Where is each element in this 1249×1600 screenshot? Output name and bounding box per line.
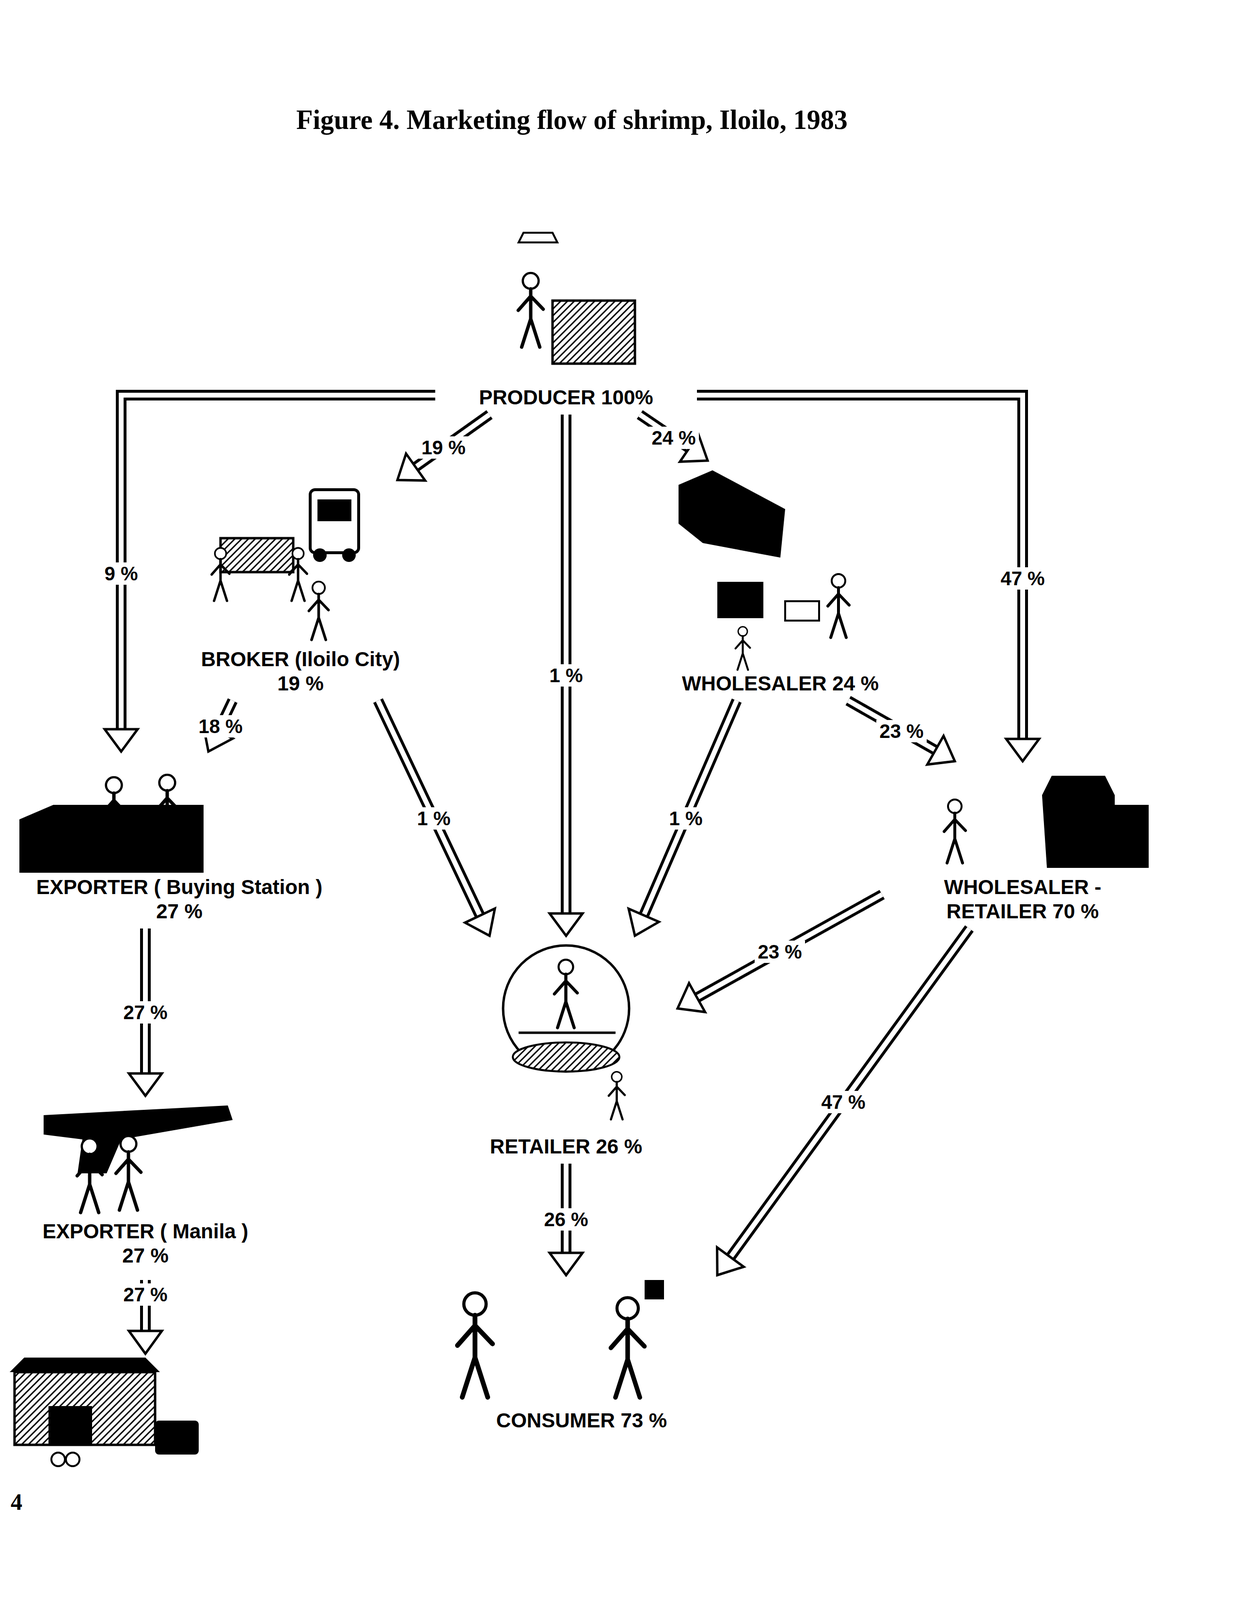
arrow-head xyxy=(128,1073,162,1096)
arrow-head xyxy=(677,982,706,1012)
text-row: PRODUCER 100% xyxy=(440,385,693,410)
arrow-head xyxy=(104,728,138,752)
flow-percent: 26 % xyxy=(540,1207,591,1231)
node-label: RETAILER 26 % xyxy=(490,1134,643,1159)
arrow-outline xyxy=(695,894,883,998)
text-row: CONSUMER 73 % xyxy=(411,1407,752,1433)
arrow-core xyxy=(121,395,436,730)
node-label: PRODUCER 100% xyxy=(478,385,653,410)
arrow-core xyxy=(643,700,737,917)
node-label: EXPORTER ( Buying Station ) xyxy=(36,874,323,900)
text-row: RETAILER 26 % xyxy=(459,1134,673,1159)
flow-percent: 1 % xyxy=(666,806,706,830)
arrow-core xyxy=(414,414,490,468)
flow-node: RETAILER 26 % xyxy=(459,940,673,1159)
arrow-head xyxy=(465,908,495,936)
arrow-outline xyxy=(121,395,436,730)
arrow-core xyxy=(695,894,883,998)
flow-percent: 23 % xyxy=(754,940,805,963)
flow-arrow xyxy=(717,928,970,1275)
node-label: 19 % xyxy=(277,671,324,696)
text-row: 27 % xyxy=(9,1243,282,1268)
node-label: EXPORTER ( Manila ) xyxy=(42,1218,249,1244)
flow-percent: 19 % xyxy=(418,436,469,459)
text-row: 19 % xyxy=(164,671,437,696)
flow-arrow xyxy=(639,414,708,462)
arrow-head xyxy=(927,735,955,765)
flow-node: WHOLESALER -RETAILER 70 % xyxy=(886,765,1159,924)
flow-arrow xyxy=(104,395,436,752)
node-label: WHOLESALER - xyxy=(944,874,1102,900)
flow-node: EXPORTER ( Manila )27 % xyxy=(9,1100,282,1268)
processing-plant xyxy=(9,1357,199,1466)
arrow-outline xyxy=(378,700,481,917)
node-label: 27 % xyxy=(122,1243,169,1268)
text-row: RETAILER 70 % xyxy=(886,899,1159,924)
broker-figures xyxy=(211,489,359,640)
flow-percent: 1 % xyxy=(546,664,586,687)
flow-percent: 1 % xyxy=(414,806,454,830)
flow-percent: 47 % xyxy=(997,567,1048,590)
flow-percent: 9 % xyxy=(101,562,142,585)
retailer-figure xyxy=(503,945,630,1120)
arrow-outline xyxy=(643,700,737,917)
text-row: WHOLESALER - xyxy=(886,874,1159,900)
producer-figure xyxy=(518,232,635,364)
flow-percent: 27 % xyxy=(120,1282,171,1306)
arrow-outline xyxy=(848,700,937,751)
flow-arrow xyxy=(378,700,495,936)
flow-arrow xyxy=(848,700,955,765)
flow-arrow xyxy=(677,894,883,1012)
wholesaler-retailer-figures xyxy=(944,775,1149,868)
arrow-core xyxy=(848,700,937,751)
flow-node: EXPORTER ( Buying Station )27 % xyxy=(9,756,349,924)
exporter-station-figures xyxy=(19,774,204,873)
text-row: 27 % xyxy=(9,899,349,924)
node-label: BROKER (Iloilo City) xyxy=(201,647,401,672)
arrow-head xyxy=(549,913,583,936)
flow-percent: 23 % xyxy=(876,719,927,743)
figure-title: Figure 4. Marketing flow of shrimp, Iloi… xyxy=(296,104,848,136)
flow-arrow xyxy=(397,414,490,481)
node-label: CONSUMER 73 % xyxy=(496,1407,667,1433)
arrow-core xyxy=(378,700,481,917)
flow-node: BROKER (Iloilo City)19 % xyxy=(164,484,437,696)
arrow-outline xyxy=(729,928,970,1258)
arrow-head xyxy=(717,1247,744,1275)
flow-percent: 27 % xyxy=(120,1000,171,1024)
flow-arrow xyxy=(696,395,1040,761)
text-row: WHOLESALER 24 % xyxy=(659,671,902,696)
flow-percent: 18 % xyxy=(195,714,246,738)
text-row: EXPORTER ( Manila ) xyxy=(9,1218,282,1244)
flow-arrow xyxy=(628,700,737,936)
flow-node: CONSUMER 73 % xyxy=(411,1279,752,1433)
node-label: 27 % xyxy=(156,899,203,924)
text-row: BROKER (Iloilo City) xyxy=(164,647,437,672)
arrow-head xyxy=(1006,738,1040,761)
wholesaler-figures xyxy=(678,470,850,670)
page-number: 4 xyxy=(10,1487,23,1515)
text-row: EXPORTER ( Buying Station ) xyxy=(9,874,349,900)
arrow-head xyxy=(628,908,659,936)
airplane-figure xyxy=(43,1105,233,1213)
flow-percent: 24 % xyxy=(648,426,699,449)
arrow-outline xyxy=(414,414,490,468)
node-label: WHOLESALER 24 % xyxy=(681,671,879,696)
flow-node: WHOLESALER 24 % xyxy=(659,465,902,696)
flow-percent: 47 % xyxy=(818,1090,869,1113)
consumer-figures xyxy=(457,1279,665,1397)
arrow-core xyxy=(729,928,970,1258)
arrow-head xyxy=(549,1252,583,1275)
flow-node: PRODUCER 100% xyxy=(440,237,693,410)
node-label: RETAILER 70 % xyxy=(946,899,1099,924)
